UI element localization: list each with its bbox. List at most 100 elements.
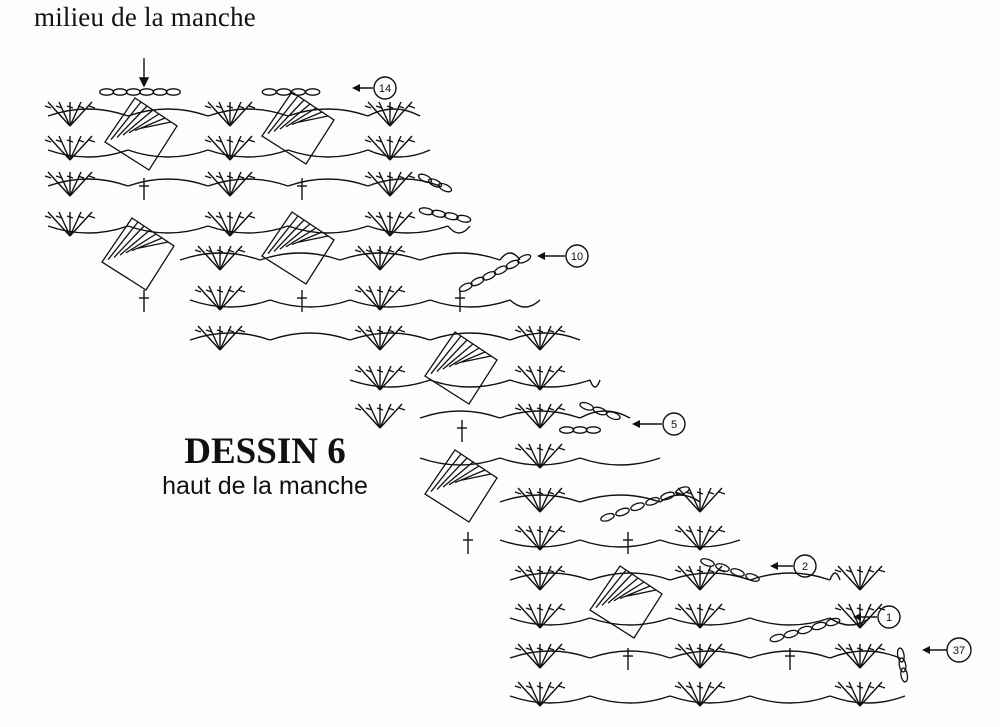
chain-arc [207, 225, 289, 234]
fan-stitch [514, 325, 566, 351]
chain-arc [179, 252, 261, 261]
chain-arc [349, 379, 431, 388]
chain-arc [127, 225, 209, 234]
fan-stitch [514, 487, 566, 513]
chain-arc [499, 252, 521, 261]
fan-stitch [354, 403, 406, 429]
chain-arc [499, 457, 581, 466]
chain-arc [287, 108, 369, 117]
chain-arc [367, 149, 431, 158]
chain-loops [700, 558, 760, 582]
single-crochet [139, 290, 149, 312]
center-arrow [138, 58, 150, 88]
chain-arc [669, 650, 751, 659]
fan-stitch [364, 171, 416, 197]
row-marker-14: 14 [352, 76, 397, 100]
chain-arc [499, 494, 581, 503]
fan-stitch [674, 487, 726, 513]
stitch-blocks [101, 91, 663, 639]
tall-stitch-block [424, 331, 498, 405]
fan-stitch [514, 565, 566, 591]
fan-stitch [834, 565, 886, 591]
single-crochet [623, 648, 633, 670]
chain-arc [127, 149, 209, 158]
chain-loops [417, 173, 453, 193]
fan-stitch [674, 525, 726, 551]
chain-arcs [47, 108, 906, 704]
chain-arc [189, 332, 271, 341]
chain-arc [589, 650, 671, 659]
chain-arc [207, 108, 289, 117]
chain-loops [769, 617, 841, 643]
chain-arc [499, 410, 581, 419]
chain-arc [269, 332, 351, 341]
top-caption: milieu de la manche [34, 2, 256, 32]
chain-loops [99, 88, 909, 683]
chain-arc [829, 650, 901, 659]
chain-arc [499, 539, 581, 548]
chain-arc [367, 225, 449, 234]
fan-stitch [354, 245, 406, 271]
diagram-title: DESSIN 6 [184, 431, 346, 472]
fan-stitch [204, 101, 256, 127]
chain-arc [207, 178, 289, 187]
diagram-subtitle: haut de la manche [162, 472, 368, 500]
row-marker-1: 1 [853, 605, 901, 629]
svg-text:1: 1 [886, 612, 892, 624]
chain-arc [419, 457, 501, 466]
fan-stitch [514, 443, 566, 469]
chain-arc [509, 617, 591, 626]
row-marker-5: 5 [632, 412, 686, 436]
chain-arc [47, 178, 129, 187]
chain-arc [579, 539, 661, 548]
tall-stitch-block [261, 211, 335, 285]
row-marker-37: 37 [922, 637, 972, 663]
chain-arc [47, 149, 129, 158]
tall-stitch-block [589, 565, 663, 639]
fan-stitch [204, 211, 256, 237]
single-crochet [297, 178, 307, 200]
single-crochet-marks [139, 178, 795, 670]
chain-arc [749, 617, 831, 626]
svg-text:2: 2 [802, 561, 808, 573]
chain-arc [509, 332, 581, 341]
single-crochet [785, 648, 795, 670]
chain-arc [589, 695, 671, 704]
chain-loops [99, 88, 181, 96]
chain-arc [287, 149, 369, 158]
chain-arc [829, 695, 906, 704]
svg-text:5: 5 [671, 419, 677, 431]
chain-arc [429, 332, 511, 341]
fan-stitch [194, 245, 246, 271]
chain-loops [559, 426, 601, 434]
svg-text:37: 37 [953, 645, 965, 657]
chain-arc [127, 178, 209, 187]
chain-loops [458, 253, 532, 293]
chain-arc [189, 299, 271, 308]
chain-arc [509, 650, 591, 659]
chain-arc [579, 494, 661, 503]
fan-stitch [514, 643, 566, 669]
chain-arc [509, 379, 591, 388]
tall-stitch-block [424, 449, 498, 523]
chain-arc [579, 457, 661, 466]
chain-arc [589, 379, 601, 388]
svg-text:10: 10 [571, 251, 583, 263]
chain-loops [600, 486, 690, 522]
chain-loops [261, 88, 321, 96]
fan-stitch [674, 643, 726, 669]
fan-stitch [44, 101, 96, 127]
chain-arc [579, 410, 631, 419]
chain-arc [419, 410, 501, 419]
row-marker-2: 2 [770, 554, 817, 578]
chain-arc [447, 225, 471, 234]
tall-stitch-block [261, 91, 335, 165]
tall-stitch-block [101, 217, 175, 291]
chain-arc [749, 572, 831, 581]
chain-arc [207, 149, 289, 158]
fan-stitches [44, 101, 886, 707]
single-crochet [623, 532, 633, 554]
fan-stitch [364, 101, 416, 127]
